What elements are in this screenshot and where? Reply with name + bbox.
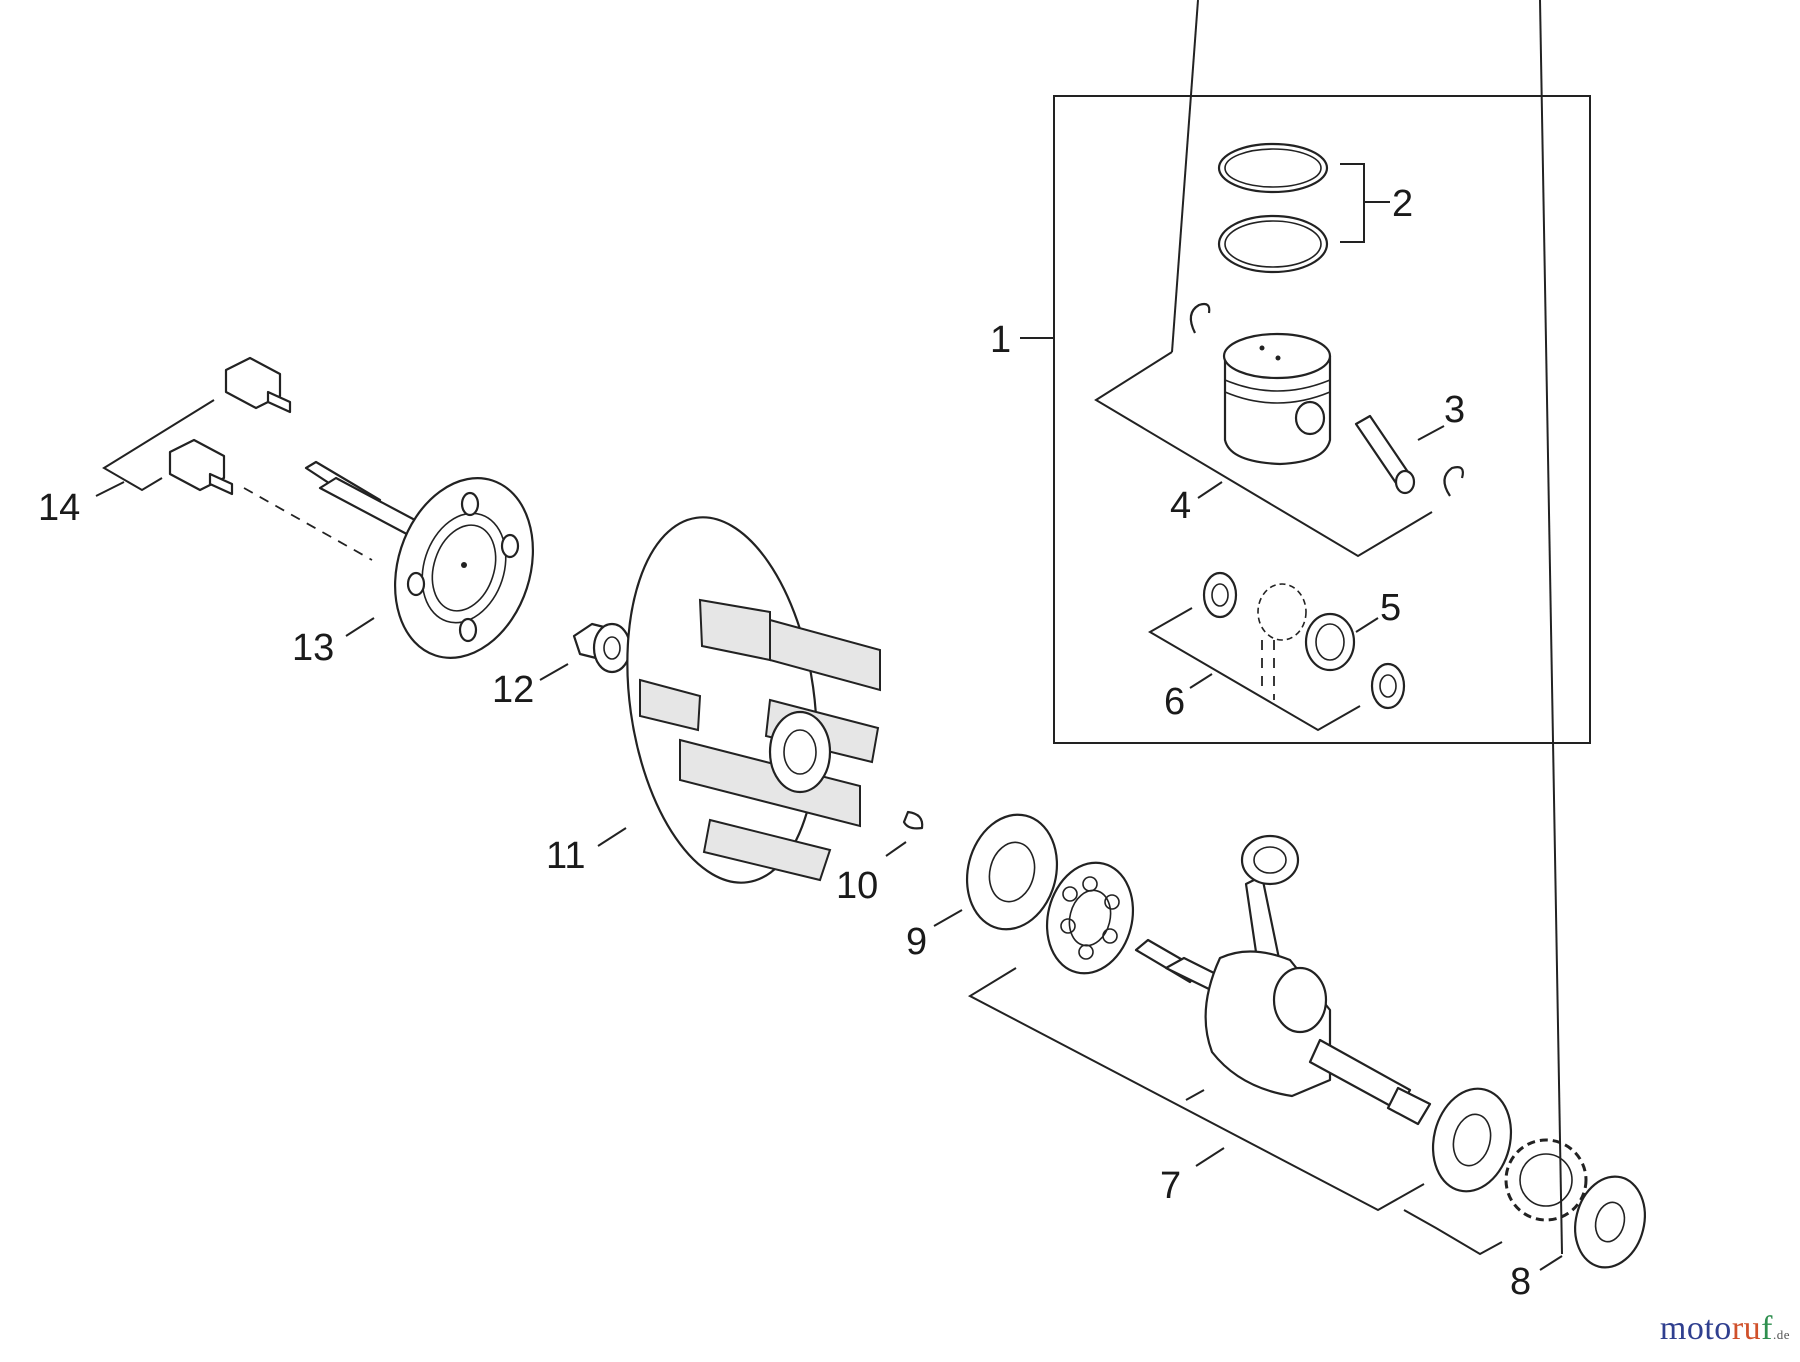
piston-pin (1354, 414, 1416, 495)
leader-4-bracket (1094, 351, 1433, 558)
leader-9 (933, 909, 963, 927)
leader-3 (1417, 425, 1445, 441)
label-part-7: 7 (1160, 1165, 1181, 1207)
watermark-tld: .de (1772, 1327, 1790, 1342)
ball-bearing-caged (1045, 861, 1135, 975)
leader-8 (1539, 1255, 1563, 1271)
leader-7-tick (1185, 1089, 1205, 1101)
leader-14 (95, 481, 125, 497)
drive-gear (1504, 1138, 1588, 1222)
ball-bearing-left (965, 813, 1059, 931)
label-part-2: 2 (1392, 183, 1413, 225)
leader-11 (597, 827, 627, 847)
watermark-part-b: ru (1731, 1310, 1762, 1347)
oil-seal (1574, 1175, 1646, 1269)
circlip-left (1189, 302, 1211, 334)
leader-8-bracket (1403, 1209, 1503, 1256)
ball-bearing-right (1431, 1087, 1513, 1193)
leader-12 (539, 663, 569, 681)
crankshaft (1134, 834, 1432, 1126)
leader-5 (1355, 617, 1379, 633)
watermark-part-c: f (1761, 1310, 1773, 1347)
label-part-9: 9 (906, 921, 927, 963)
leader-7-bracket (967, 967, 1425, 1212)
leader-13 (345, 617, 375, 637)
flywheel (626, 516, 881, 884)
piston-rings (1217, 142, 1329, 274)
motoruf-watermark-logo: motoruf.de (1660, 1310, 1790, 1348)
label-part-6: 6 (1164, 681, 1185, 723)
leader-14-bracket (102, 399, 215, 492)
bolt-axis-line (243, 487, 373, 561)
leader-7 (1195, 1147, 1225, 1167)
leader-4 (1197, 481, 1223, 499)
woodruff-key (902, 810, 924, 830)
leader-6 (1189, 673, 1213, 689)
label-part-5: 5 (1380, 587, 1401, 629)
label-part-12: 12 (492, 669, 534, 711)
label-part-8: 8 (1510, 1261, 1531, 1303)
label-part-13: 13 (292, 627, 334, 669)
watermark-part-a: moto (1659, 1310, 1732, 1347)
leader-4-hook (1171, 0, 1199, 353)
bolts (168, 356, 292, 496)
leader-6-bracket (1148, 607, 1361, 732)
leader-8-stub (1539, 0, 1563, 1255)
label-part-3: 3 (1444, 389, 1465, 431)
label-part-10: 10 (836, 865, 878, 907)
piston (1222, 332, 1332, 466)
leader-2 (1340, 163, 1390, 243)
label-part-14: 14 (38, 487, 80, 529)
piston-kit-box (1053, 95, 1591, 744)
circlip-right (1443, 466, 1464, 497)
label-part-1: 1 (990, 319, 1011, 361)
needle-bearing-assembly (1202, 571, 1406, 710)
flange-nut (572, 622, 632, 674)
flange-shaft (304, 460, 535, 659)
label-part-4: 4 (1170, 485, 1191, 527)
leader-10 (885, 841, 907, 857)
label-part-11: 11 (546, 835, 585, 877)
